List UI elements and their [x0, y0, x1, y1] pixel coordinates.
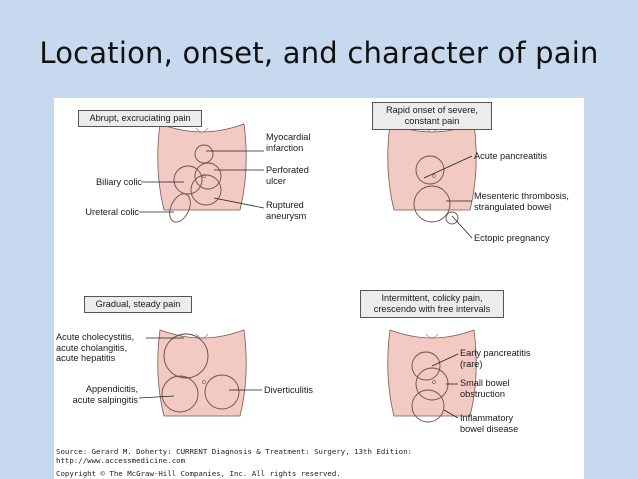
label-appendicitis: Appendicitis, acute salpingitis	[72, 384, 138, 405]
source-copyright: Copyright © The McGraw-Hill Companies, I…	[56, 469, 341, 478]
torso-top-left	[157, 123, 247, 223]
torso-bottom-right	[387, 329, 477, 423]
label-diverticulitis: Diverticulitis	[264, 385, 314, 395]
label-myocardial-infarction: Myocardial infarction	[266, 132, 311, 153]
header-rapid-onset: Rapid onset of severe, constant pain	[372, 102, 492, 130]
torso-illustrations	[138, 123, 477, 423]
label-acute-cholecystitis: Acute cholecystitis, acute cholangitis, …	[56, 332, 135, 363]
source-citation: Source: Gerard M. Doherty: CURRENT Diagn…	[56, 447, 412, 456]
label-ectopic-pregnancy: Ectopic pregnancy	[474, 233, 550, 243]
label-ruptured-aneurysm: Ruptured aneurysm	[266, 200, 307, 221]
label-acute-pancreatitis: Acute pancreatitis	[474, 151, 548, 161]
label-early-pancreatitis: Early pancreatitis (rare)	[460, 348, 531, 369]
header-gradual-pain: Gradual, steady pain	[84, 296, 192, 313]
label-ureteral-colic: Ureteral colic	[85, 207, 139, 217]
label-biliary-colic: Biliary colic	[96, 177, 142, 187]
header-intermittent-pain: Intermittent, colicky pain, crescendo wi…	[360, 290, 504, 318]
label-perforated-ulcer: Perforated ulcer	[266, 165, 309, 186]
header-abrupt-pain: Abrupt, excruciating pain	[78, 110, 202, 127]
pain-diagram-figure: Abrupt, excruciating pain Rapid onset of…	[54, 98, 584, 479]
torso-bottom-left	[157, 329, 247, 417]
slide-title: Location, onset, and character of pain	[39, 36, 599, 70]
source-url: http://www.accessmedicine.com	[56, 456, 186, 465]
label-inflammatory-bowel-disease: Inflammatory bowel disease	[460, 413, 519, 434]
label-mesenteric-thrombosis: Mesenteric thrombosis, strangulated bowe…	[474, 191, 569, 212]
torso-top-right	[387, 123, 477, 225]
label-small-bowel-obstruction: Small bowel obstruction	[460, 378, 510, 399]
